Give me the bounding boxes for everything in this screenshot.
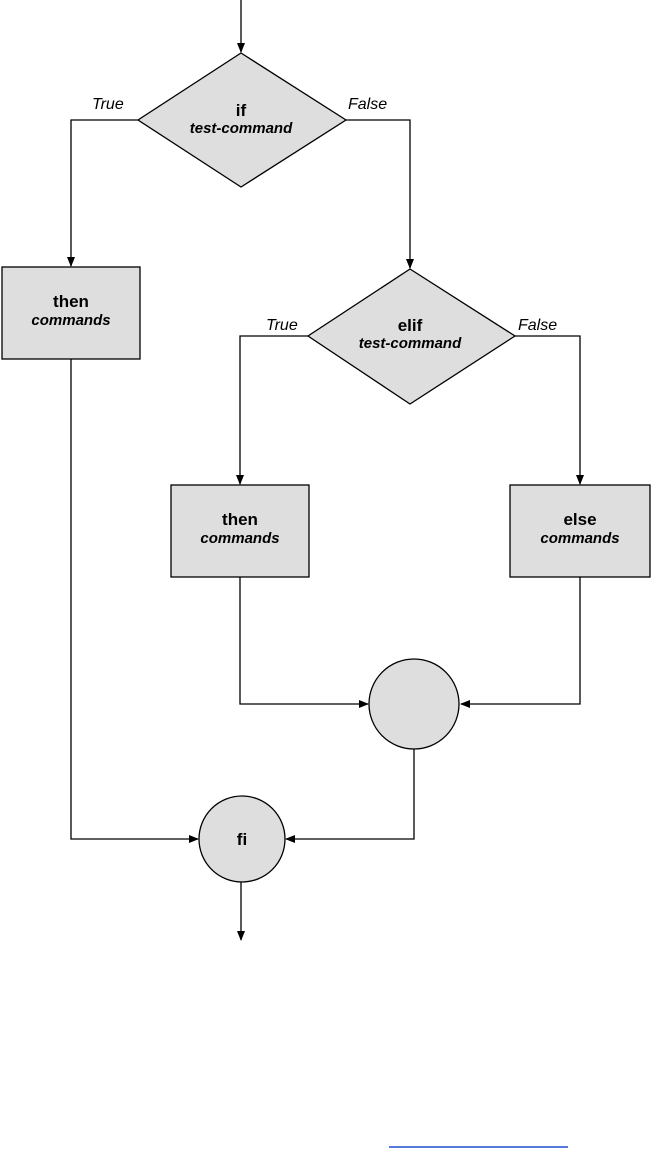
edge-then-1-to-fi [70,359,199,843]
else-commands: commands [540,530,619,547]
edge-if-true-to-then-1 [67,119,138,267]
fi-node: fi [198,795,286,883]
then-2-keyword: then [222,510,258,529]
else-node: else commands [509,484,651,578]
then-node-1: then commands [1,266,141,360]
then-1-keyword: then [53,292,89,311]
edge-elif-false-to-else [515,335,584,485]
elif-false-label: False [518,317,557,334]
then-2-commands: commands [200,530,279,547]
if-true-label: True [92,96,124,113]
elif-true-label: True [266,317,298,334]
if-test-command: test-command [190,120,293,137]
elif-keyword: elif [398,316,423,335]
then-node-2: then commands [170,484,310,578]
edge-else-to-merge [460,577,581,708]
edge-merge-to-fi [285,749,415,843]
if-keyword: if [236,101,247,120]
elif-test-command: test-command [359,335,462,352]
edge-then-2-to-merge [239,577,369,708]
if-decision-node: if test-command [136,52,348,188]
else-keyword: else [563,510,596,529]
merge-node [368,658,460,750]
fi-keyword: fi [237,830,247,849]
if-false-label: False [348,96,387,113]
elif-decision-node: elif test-command [306,268,517,405]
edge-elif-true-to-then-2 [236,335,308,485]
edge-if-false-to-elif [346,119,414,269]
then-1-commands: commands [31,312,110,329]
